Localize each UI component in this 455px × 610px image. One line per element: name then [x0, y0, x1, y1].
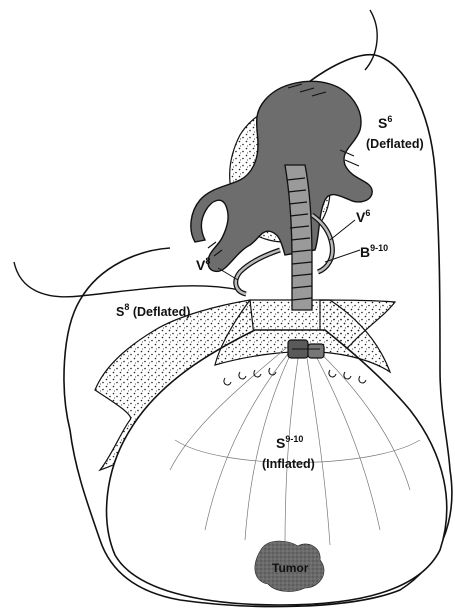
label-s8: S8 (Deflated) [116, 302, 190, 319]
label-b9-10: B9-10 [360, 243, 388, 260]
label-v6: V6 [356, 208, 370, 225]
svg-text:V8: V8 [196, 256, 210, 273]
svg-text:V6: V6 [356, 208, 370, 225]
pleura-line-left [14, 262, 240, 297]
svg-text:(Deflated): (Deflated) [366, 137, 424, 151]
vein-v8 [236, 250, 280, 294]
label-tumor: Tumor [272, 561, 309, 575]
label-v8: V8 [196, 256, 210, 273]
svg-text:S6: S6 [378, 114, 392, 131]
label-s6: S6 (Deflated) [366, 114, 424, 151]
pleura-line-top [365, 10, 377, 70]
svg-text:(Inflated): (Inflated) [262, 457, 315, 471]
svg-text:B9-10: B9-10 [360, 243, 388, 260]
pulmonary-artery-trunk [191, 81, 372, 271]
svg-text:S8 (Deflated): S8 (Deflated) [116, 302, 190, 319]
